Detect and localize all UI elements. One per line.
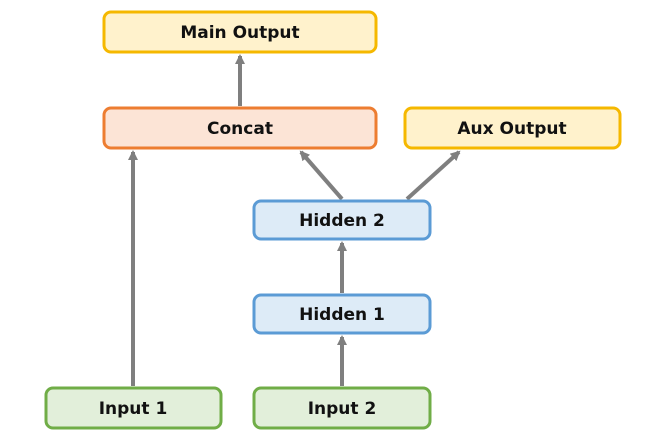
node-input-1: Input 1 bbox=[44, 386, 223, 430]
node-hidden-2: Hidden 2 bbox=[252, 199, 432, 241]
node-input-1-label: Input 1 bbox=[99, 399, 168, 419]
node-input-1-box bbox=[44, 386, 223, 430]
node-input-2-label: Input 2 bbox=[308, 399, 377, 419]
node-hidden-1-box bbox=[252, 293, 432, 335]
node-aux-output-label: Aux Output bbox=[457, 119, 566, 139]
node-hidden-1: Hidden 1 bbox=[252, 293, 432, 335]
node-concat-box bbox=[102, 106, 378, 150]
edge-hidden2-to-concat bbox=[299, 150, 344, 201]
node-input-2: Input 2 bbox=[252, 386, 432, 430]
node-aux-output-box bbox=[403, 106, 622, 150]
node-concat: Concat bbox=[102, 106, 378, 150]
node-hidden-2-box bbox=[252, 199, 432, 241]
edges bbox=[128, 54, 461, 386]
node-aux-output: Aux Output bbox=[403, 106, 622, 150]
edge-hidden2-to-aux-output bbox=[405, 150, 461, 201]
node-concat-label: Concat bbox=[207, 119, 273, 139]
node-main-output-box bbox=[102, 10, 378, 54]
node-main-output: Main Output bbox=[102, 10, 378, 54]
node-input-2-box bbox=[252, 386, 432, 430]
node-hidden-1-label: Hidden 1 bbox=[299, 305, 385, 325]
node-hidden-2-label: Hidden 2 bbox=[299, 211, 385, 231]
node-main-output-label: Main Output bbox=[180, 23, 299, 43]
